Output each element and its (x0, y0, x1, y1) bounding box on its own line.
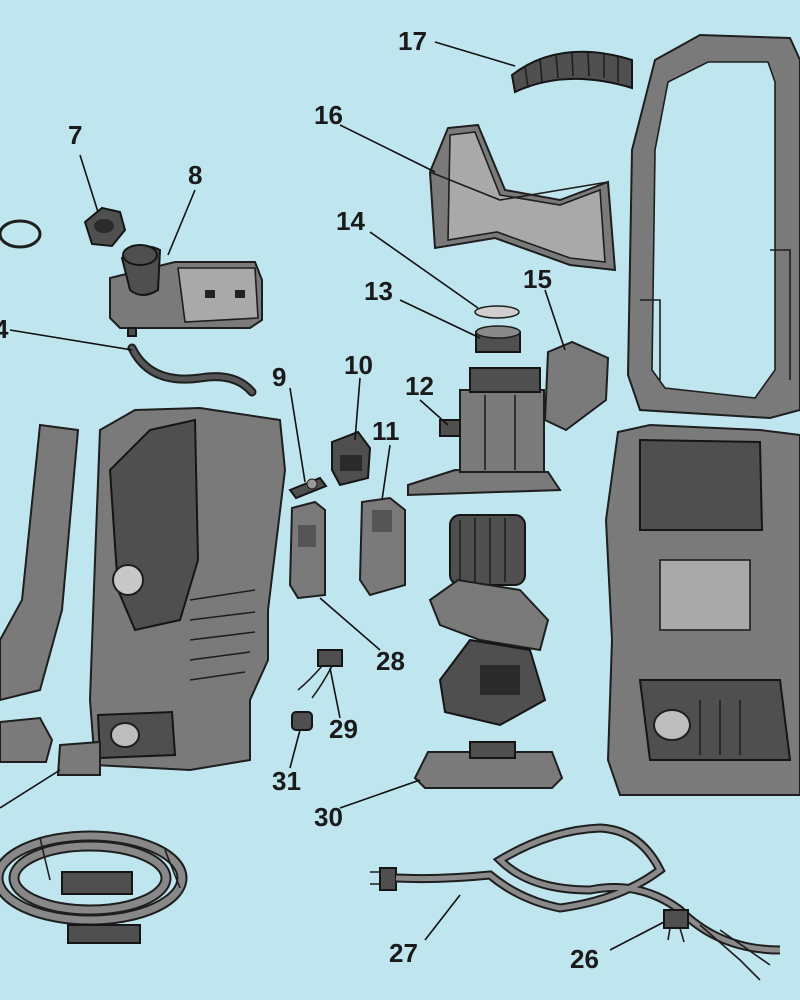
callout-13: 13 (364, 276, 393, 306)
part-16-hose-holder (428, 123, 617, 272)
callout-4: 4 (0, 314, 9, 344)
callout-27: 27 (389, 938, 418, 968)
part-10-switch (331, 430, 372, 487)
callout-14: 14 (336, 206, 365, 236)
part-12-pump-base (407, 367, 562, 497)
callout-10: 10 (344, 350, 373, 380)
spray-lance-holder (0, 423, 80, 702)
callout-30: 30 (314, 802, 343, 832)
motor-pump-assembly (428, 514, 550, 727)
part-9-connector (288, 476, 328, 500)
callout-16: 16 (314, 100, 343, 130)
callout-17: 17 (398, 26, 427, 56)
high-pressure-hose (0, 830, 188, 944)
callout-31: 31 (272, 766, 301, 796)
part-7-cap-nut (83, 206, 127, 248)
part-14-washer (474, 305, 520, 319)
part-31-knob (291, 711, 313, 731)
callout-26: 26 (570, 944, 599, 974)
callout-9: 9 (272, 362, 287, 392)
part-17-handle-grip (510, 50, 633, 94)
callout-28: 28 (376, 646, 405, 676)
callout-8: 8 (188, 160, 203, 190)
part-13-seal (475, 325, 521, 353)
callout-7: 7 (68, 120, 83, 150)
handle-frame (626, 33, 800, 420)
part-29-wire-connector (297, 649, 343, 699)
leader-lines (0, 41, 665, 951)
part-27-power-cord (370, 823, 781, 981)
callout-11: 11 (372, 416, 400, 446)
callout-29: 29 (329, 714, 358, 744)
part-26-clip (663, 909, 689, 943)
part-11-switch-housing (358, 496, 406, 597)
side-clip (0, 716, 54, 763)
part-30-base-plate (413, 741, 564, 789)
callout-15: 15 (523, 264, 552, 294)
rear-housing (604, 423, 800, 796)
callout-12: 12 (405, 371, 434, 401)
front-housing (56, 406, 287, 776)
o-ring (0, 219, 42, 249)
part-8-detergent-tank (109, 244, 263, 337)
part-15-cover-plate (543, 340, 610, 432)
part-28-bracket (288, 500, 326, 600)
